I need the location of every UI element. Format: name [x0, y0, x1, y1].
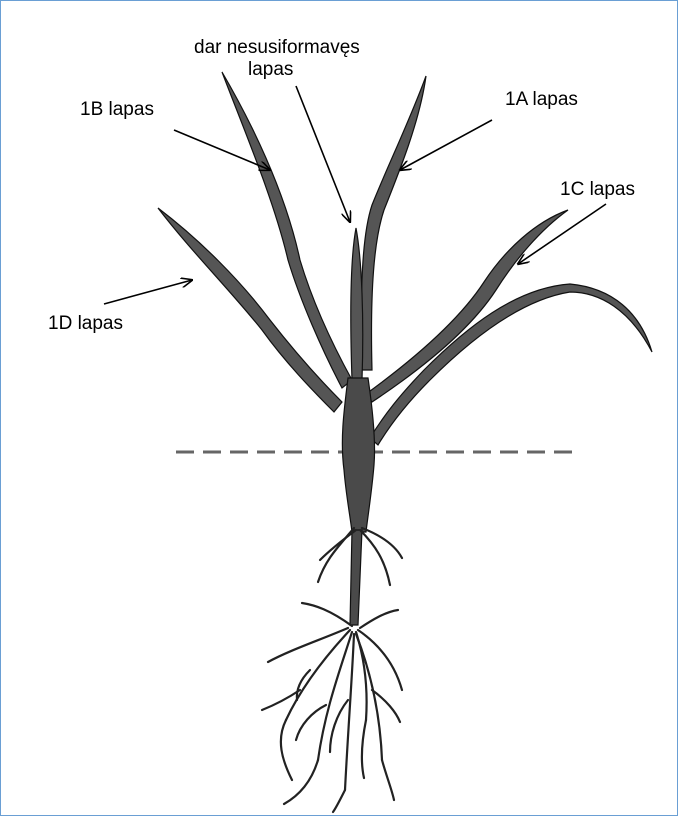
label-undeveloped-leaf-line1: dar nesusiformavęs [194, 38, 360, 57]
leaf-1a [361, 76, 426, 370]
undeveloped-leaf [351, 228, 363, 380]
seminal-roots [262, 603, 402, 812]
label-undeveloped-leaf-line2: lapas [248, 60, 293, 79]
arrow-undeveloped-leaf [296, 86, 350, 222]
lower-stem [350, 530, 362, 625]
label-leaf-1d: 1D lapas [48, 314, 123, 333]
plant-stem [342, 378, 374, 532]
arrow-leaf-1d [104, 280, 192, 304]
leaf-1c [366, 210, 568, 402]
label-leaf-1b: 1B lapas [80, 100, 154, 119]
label-leaf-1c: 1C lapas [560, 180, 635, 199]
label-leaf-1a: 1A lapas [505, 90, 578, 109]
